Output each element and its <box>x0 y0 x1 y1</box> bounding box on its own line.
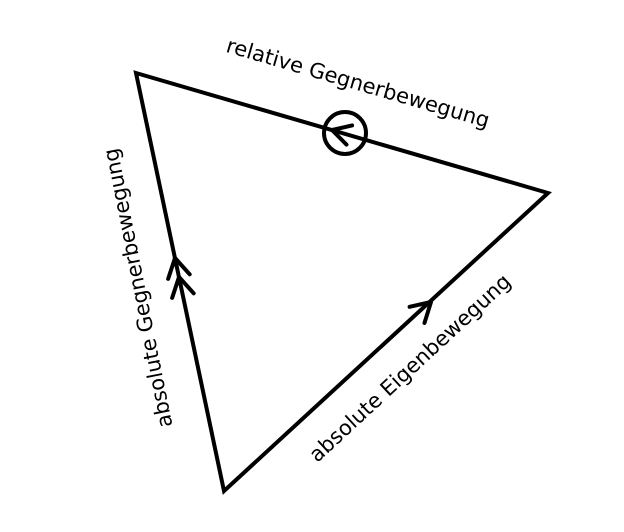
label-absolute-eigenbewegung: absolute Eigenbewegung <box>304 269 515 467</box>
arrow-absolute-gegnerbewegung-icon-2 <box>170 275 196 300</box>
label-absolute-gegnerbewegung: absolute Gegnerbewegung <box>99 146 178 429</box>
triangle-outline <box>133 70 552 495</box>
diagram-labels: relative Gegnerbewegung absolute Gegnerb… <box>99 33 516 466</box>
relative-motion-circle-marker <box>322 110 368 156</box>
arrow-absolute-eigenbewegung-icon <box>407 300 433 325</box>
arrow-relative-gegnerbewegung-icon <box>330 123 355 147</box>
diagram-strokes <box>133 70 552 495</box>
arrow-absolute-gegnerbewegung-icon-1 <box>166 256 192 281</box>
